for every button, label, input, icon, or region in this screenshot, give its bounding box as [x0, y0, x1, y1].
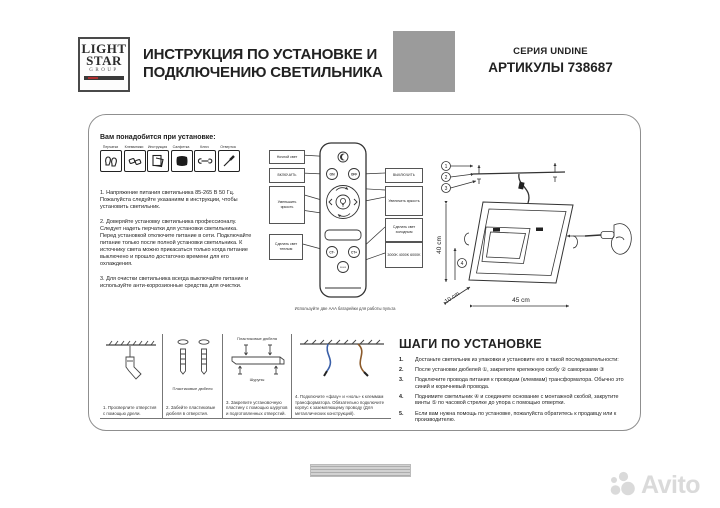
warning-3: 3. Для очистки светильника всегда выключ… [100, 276, 249, 289]
screws-label: Шурупы [249, 376, 265, 382]
on-button: ON [326, 168, 338, 180]
off-button: OFF [348, 168, 360, 180]
mount-step-4: 4. Подключите «фазу» и «ноль» к клеммам … [292, 334, 391, 418]
page-title-line1: ИНСТРУКЦИЯ ПО УСТАНОВКЕ И [143, 46, 378, 63]
logo-line3: GROUP [89, 68, 119, 73]
remote-caption: Используйте две AAA батарейки для работы… [294, 306, 396, 311]
dowels-label: Пластиковые дюбеля [172, 386, 213, 391]
callout-turn-off: ВЫКЛЮЧИТЬ [385, 168, 423, 183]
mounting-plate-icon [226, 342, 288, 378]
series-label: СЕРИЯ UNDINE [513, 46, 588, 57]
width-dimension-label: 45 cm [512, 297, 530, 304]
dial-right-arrow-icon [353, 198, 358, 206]
warning-1: 1. Напряжение питания светильника 85-265… [100, 190, 238, 210]
night-light-button [337, 151, 349, 163]
callout-warm-light: Сделать свет теплым [269, 234, 303, 260]
lightstar-logo: LIGHT STAR GROUP [78, 37, 130, 92]
cloth-icon [170, 150, 193, 172]
product-image-placeholder [393, 31, 455, 92]
dowels-icon [166, 337, 219, 387]
diagram-callout-3: 3 [445, 186, 448, 192]
remote-control-diagram: Ночной свет ВКЛЮЧИТЬ Уменьшить яркость С… [257, 130, 433, 322]
temperature-cycle-button: 3000K [337, 261, 349, 273]
logo-line2: STAR [86, 53, 122, 68]
plate-dowels-label: Пластиковые дюбеля [236, 336, 278, 341]
tools-section: Вам понадобится при установке: Перчатки … [100, 134, 250, 172]
mount-step-1-caption: 1. Просверлите отверстия с помощью дрели… [103, 405, 157, 416]
fixture-mounting-diagram: 1 2 3 4 40 cm 10 cm 45 cm [433, 130, 635, 326]
install-step-1: 1. Достаньте светильник из упаковки и ус… [399, 357, 619, 363]
callout-night-light: Ночной свет [269, 150, 305, 164]
article-number: АРТИКУЛЫ 738687 [488, 60, 613, 75]
callout-decrease-brightness: Уменьшить яркость [269, 186, 305, 224]
screwdriver-icon [217, 150, 240, 172]
callout-turn-on: ВКЛЮЧИТЬ [269, 168, 305, 183]
wires-icon [295, 337, 388, 383]
brightness-dial [326, 185, 360, 219]
manual-icon [147, 150, 169, 172]
tool-manual: Инструкция [147, 145, 169, 172]
install-step-4: 4. Поднимите светильник ④ и соедините ос… [399, 393, 619, 407]
diagram-callout-2: 2 [445, 175, 448, 181]
callout-color-temperatures: 3000K 4000K 6000K [385, 242, 423, 268]
series-info: СЕРИЯ UNDINE АРТИКУЛЫ 738687 [468, 46, 633, 75]
install-step-2: 2. После установки дюбелей ①, закрепите … [399, 367, 605, 374]
ct-plus-button: CT+ [348, 246, 360, 258]
tools-heading: Вам понадобится при установке: [100, 134, 216, 141]
install-step-5: 5. Если вам нужна помощь по установке, п… [399, 410, 617, 424]
avito-watermark: Avito [608, 466, 718, 504]
tool-gloves: Перчатки [100, 145, 122, 172]
mount-step-4-caption: 4. Подключите «фазу» и «ноль» к клеммам … [295, 394, 385, 416]
tool-terminals: Клеммники [123, 145, 146, 172]
installation-steps-heading: ШАГИ ПО УСТАНОВКЕ [399, 337, 542, 351]
ct-minus-button: CT- [326, 246, 338, 258]
mount-step-3: Пластиковые дюбеля Шурупы 3. Закрепите у… [223, 334, 292, 418]
depth-dimension-label: 10 cm [444, 291, 461, 305]
mount-step-1: 1. Просверлите отверстия с помощью дрели… [100, 334, 163, 418]
dial-top-arc-icon [335, 186, 349, 191]
callout-increase-brightness: Увеличить яркость [385, 186, 423, 216]
bulb-icon [339, 198, 346, 207]
tool-cloth: Салфетка [170, 145, 193, 172]
mount-step-2: Пластиковые дюбеля 2. Забейте пластиковы… [163, 334, 223, 418]
remote-body: ON OFF CT- [319, 142, 367, 298]
mount-step-3-caption: 3. Закрепите установочную пластину с пом… [226, 399, 288, 416]
diagram-callout-1: 1 [445, 164, 448, 170]
svg-text:CT+: CT+ [351, 250, 357, 254]
diagram-callout-4: 4 [461, 261, 464, 267]
dial-left-arrow-icon [328, 198, 333, 206]
install-step-3: 3. Подключите провода питания к проводам… [399, 377, 624, 390]
svg-text:3000K: 3000K [340, 267, 347, 269]
svg-text:CT-: CT- [329, 250, 334, 254]
mount-step-2-caption: 2. Забейте пластиковые дюбеля в отверсти… [166, 405, 216, 416]
page-title: ИНСТРУКЦИЯ ПО УСТАНОВКЕ И ПОДКЛЮЧЕНИЮ СВ… [143, 46, 403, 82]
drill-ceiling-icon [103, 337, 159, 387]
warning-2: 2. Доверяйте установку светильника профе… [100, 219, 252, 267]
height-dimension-label: 40 cm [436, 236, 443, 254]
wrench-icon [194, 150, 216, 172]
installation-steps-section: ШАГИ ПО УСТАНОВКЕ 1. Достаньте светильни… [399, 337, 633, 427]
logo-accent-bar [84, 76, 124, 80]
dial-bottom-arc-icon [337, 213, 351, 218]
svg-text:OFF: OFF [351, 172, 357, 176]
tool-wrench: Ключ [194, 145, 216, 172]
avito-logo-icon [610, 471, 635, 496]
callout-cold-light: Сделать свет холодным [385, 218, 423, 242]
gloves-icon [100, 150, 122, 172]
moon-icon [340, 153, 345, 161]
tool-screwdriver: Отвертка [217, 145, 240, 172]
terminal-blocks-icon [123, 150, 146, 172]
remote-display [324, 229, 362, 241]
svg-text:ON: ON [329, 172, 335, 176]
page-title-line2: ПОДКЛЮЧЕНИЮ СВЕТИЛЬНИКА [143, 64, 383, 81]
tools-row: Перчатки Клеммники Инструкция Салфетка [100, 145, 250, 172]
avito-watermark-text: Avito [641, 470, 701, 499]
safety-warnings: 1. Напряжение питания светильника 85-265… [100, 190, 252, 298]
mounting-steps-strip: 1. Просверлите отверстия с помощью дрели… [100, 334, 391, 419]
logo-line1: LIGHT [81, 41, 127, 56]
metal-bar-image [310, 464, 411, 477]
